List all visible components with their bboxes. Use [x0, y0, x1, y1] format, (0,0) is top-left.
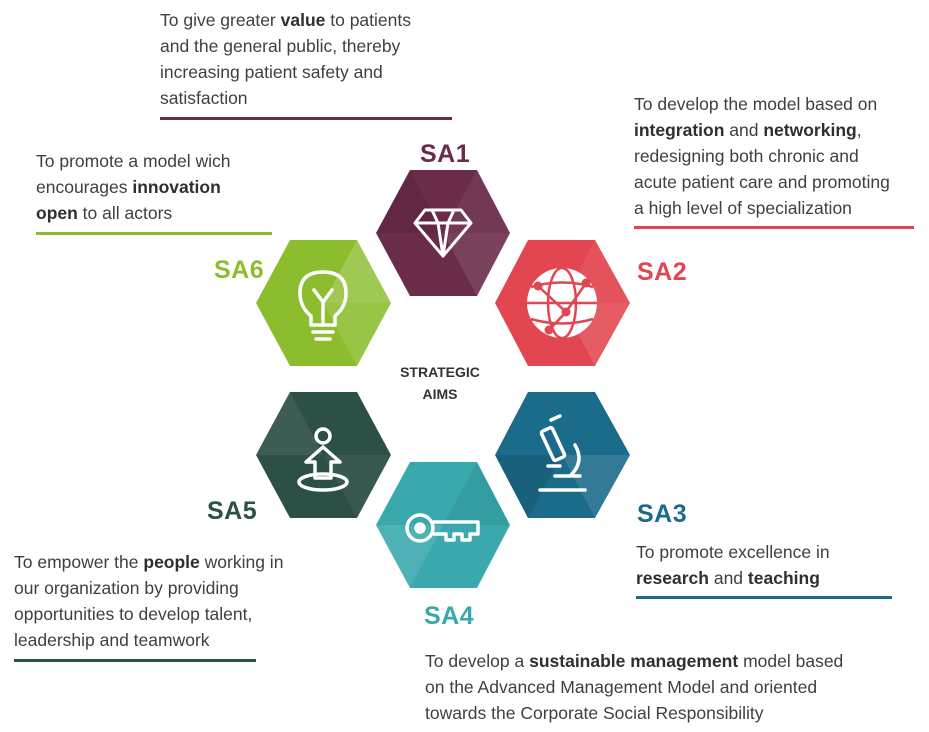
description-emphasis: teaching — [747, 568, 820, 588]
globe-network-icon — [527, 266, 597, 340]
description-emphasis: integration — [634, 120, 725, 140]
description-text: and — [724, 120, 764, 140]
description-text: To promote excellence in — [636, 542, 830, 562]
description-text: To empower the — [14, 552, 144, 572]
sa1-underline — [160, 117, 452, 120]
description-text: opportunities to develop talent, — [14, 604, 253, 624]
description-text: our organization by providing — [14, 578, 239, 598]
description-emphasis: people — [143, 552, 200, 572]
description-text: to all actors — [77, 203, 173, 223]
description-text: increasing patient safety and — [160, 62, 383, 82]
description-line: satisfaction — [160, 85, 411, 111]
sa1-label: SA1 — [420, 140, 471, 168]
sa1-description: To give greater value to patients and the… — [160, 7, 411, 111]
lightbulb-icon — [298, 270, 348, 341]
sa5-underline — [14, 659, 256, 662]
diamond-icon — [413, 208, 473, 258]
key-icon — [405, 513, 480, 543]
description-line: leadership and teamwork — [14, 627, 283, 653]
sa4-label: SA4 — [424, 602, 475, 630]
description-text: To promote a model wich — [36, 151, 231, 171]
description-line: To promote excellence in — [636, 539, 830, 565]
description-line: and the general public, thereby — [160, 33, 411, 59]
sa5-description: To empower the people working in our orga… — [14, 549, 283, 653]
description-emphasis: networking — [763, 120, 857, 140]
sa3-label: SA3 — [637, 500, 688, 528]
description-text: working in — [199, 552, 284, 572]
description-text: model based — [738, 651, 844, 671]
description-text: acute patient care and promoting — [634, 172, 890, 192]
center-label-line1: STRATEGIC — [400, 364, 480, 380]
sa2-label: SA2 — [637, 258, 688, 286]
sa5-label: SA5 — [207, 497, 258, 525]
hexagon-sa1 — [376, 170, 510, 296]
center-label-line2: AIMS — [422, 386, 458, 402]
sa4-description: To develop a sustainable management mode… — [425, 648, 843, 726]
description-line: To develop a sustainable management mode… — [425, 648, 843, 674]
hexagon-sa4 — [376, 462, 510, 588]
description-line: acute patient care and promoting — [634, 169, 890, 195]
description-text: to patients — [325, 10, 411, 30]
description-line: our organization by providing — [14, 575, 283, 601]
description-text: and — [708, 568, 748, 588]
description-line: integration and networking, — [634, 117, 890, 143]
description-text: on the Advanced Management Model and ori… — [425, 677, 818, 697]
description-line: To empower the people working in — [14, 549, 283, 575]
person-growth-icon — [297, 427, 349, 492]
sa6-label: SA6 — [214, 256, 265, 284]
description-line: on the Advanced Management Model and ori… — [425, 674, 843, 700]
description-line: To promote a model wich — [36, 148, 231, 174]
description-text: a high level of specialization — [634, 198, 852, 218]
description-text: To develop the model based on — [634, 94, 878, 114]
description-emphasis: value — [280, 10, 326, 30]
description-emphasis: innovation — [132, 177, 221, 197]
description-text: and the general public, thereby — [160, 36, 401, 56]
sa3-description: To promote excellence in research and tea… — [636, 539, 830, 591]
description-line: To give greater value to patients — [160, 7, 411, 33]
description-text: towards the Corporate Social Responsibil… — [425, 703, 764, 723]
description-text: , — [856, 120, 862, 140]
description-text: To develop a — [425, 651, 530, 671]
description-text: satisfaction — [160, 88, 248, 108]
sa6-underline — [36, 232, 272, 235]
description-emphasis: sustainable management — [529, 651, 739, 671]
sa2-underline — [634, 226, 914, 229]
description-text: To give greater — [160, 10, 281, 30]
description-line: opportunities to develop talent, — [14, 601, 283, 627]
hexagon-sa6 — [256, 240, 391, 366]
hexagon-sa2 — [495, 240, 630, 366]
description-line: redesigning both chronic and — [634, 143, 890, 169]
description-line: research and teaching — [636, 565, 830, 591]
description-emphasis: open — [36, 203, 78, 223]
description-line: encourages innovation — [36, 174, 231, 200]
hexagon-sa3 — [495, 392, 630, 518]
description-text: encourages — [36, 177, 133, 197]
description-text: redesigning both chronic and — [634, 146, 859, 166]
description-line: increasing patient safety and — [160, 59, 411, 85]
description-text: leadership and teamwork — [14, 630, 210, 650]
sa6-description: To promote a model wich encourages innova… — [36, 148, 231, 226]
description-line: To develop the model based on — [634, 91, 890, 117]
description-emphasis: research — [636, 568, 709, 588]
strategic-aims-center-label: STRATEGIC AIMS — [380, 361, 500, 405]
hexagon-sa5 — [256, 392, 391, 518]
microscope-icon — [538, 414, 587, 492]
description-line: open to all actors — [36, 200, 231, 226]
description-line: a high level of specialization — [634, 195, 890, 221]
sa3-underline — [636, 596, 892, 599]
sa2-description: To develop the model based on integration… — [634, 91, 890, 221]
description-line: towards the Corporate Social Responsibil… — [425, 700, 843, 726]
